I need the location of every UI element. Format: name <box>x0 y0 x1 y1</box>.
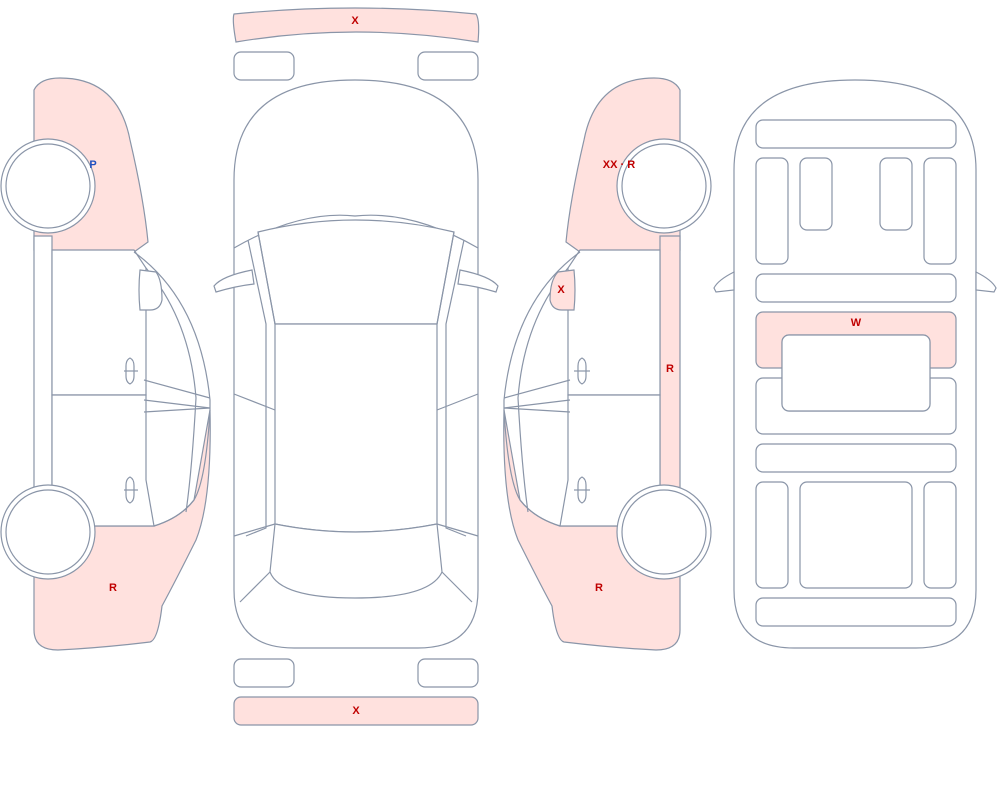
left-front-door[interactable] <box>51 249 147 396</box>
rear-right-taillight[interactable] <box>417 658 479 688</box>
passenger-seat[interactable] <box>879 157 913 231</box>
left-rear-door-handle[interactable] <box>124 476 138 504</box>
right-front-wheel[interactable] <box>621 143 707 229</box>
right-rear-quarter-mark: R <box>595 582 603 594</box>
underbody-left-mirror[interactable] <box>713 271 735 293</box>
top-left-mirror[interactable] <box>213 269 255 293</box>
top-view: X X <box>213 7 499 726</box>
right-front-door[interactable] <box>567 249 661 396</box>
front-left-headlight[interactable] <box>233 51 295 81</box>
front-right-headlight[interactable] <box>417 51 479 81</box>
left-rear-quarter[interactable] <box>33 409 211 651</box>
right-side-view: XX · R X R R <box>503 77 712 651</box>
left-side-mirror[interactable] <box>138 269 163 311</box>
rear-bumper[interactable] <box>233 696 479 726</box>
right-mirror-mark: X <box>557 284 565 296</box>
right-rocker-mark: R <box>666 363 674 375</box>
trunk-floor[interactable] <box>799 481 913 589</box>
left-rear-wheel[interactable] <box>5 489 91 575</box>
front-left-door-trim[interactable] <box>755 157 789 265</box>
rear-right-door-trim[interactable] <box>923 481 957 589</box>
left-side-view: P R <box>0 77 211 651</box>
driver-seat[interactable] <box>799 157 833 231</box>
left-window-frame <box>133 251 211 527</box>
right-side-mirror[interactable] <box>549 269 576 311</box>
rear-seat-back[interactable] <box>755 443 957 473</box>
right-rear-quarter[interactable] <box>503 409 681 651</box>
rear-window[interactable] <box>269 523 443 599</box>
rear-left-door-trim[interactable] <box>755 481 789 589</box>
right-front-door-handle[interactable] <box>574 357 590 385</box>
right-side-lines <box>436 231 479 537</box>
left-rear-quarter-mark: R <box>109 582 117 594</box>
rear-bumper-mark: X <box>352 705 360 717</box>
left-side-lines <box>233 231 276 537</box>
roof[interactable] <box>274 323 438 533</box>
trunk-lines <box>239 571 473 603</box>
top-right-mirror[interactable] <box>457 269 499 293</box>
front-bumper[interactable] <box>232 7 480 43</box>
floor-panel-mark: W <box>851 317 862 329</box>
left-front-door-handle[interactable] <box>124 357 138 385</box>
right-rear-wheel[interactable] <box>621 489 707 575</box>
right-rear-door-handle[interactable] <box>574 476 590 504</box>
right-front-fender-mark: XX · R <box>603 159 635 171</box>
left-front-wheel[interactable] <box>5 143 91 229</box>
front-bumper-mark: X <box>351 15 359 27</box>
underbody-view: W <box>713 79 997 649</box>
front-right-door-trim[interactable] <box>923 157 957 265</box>
left-front-fender-mark: P <box>89 159 96 171</box>
dashboard[interactable] <box>755 119 957 149</box>
rear-left-taillight[interactable] <box>233 658 295 688</box>
windshield[interactable] <box>257 219 455 325</box>
underbody-right-mirror[interactable] <box>975 271 997 293</box>
rear-panel[interactable] <box>755 597 957 627</box>
right-window-frame <box>503 251 581 527</box>
center-console[interactable] <box>755 273 957 303</box>
rear-floor-cover-outline <box>781 334 931 412</box>
